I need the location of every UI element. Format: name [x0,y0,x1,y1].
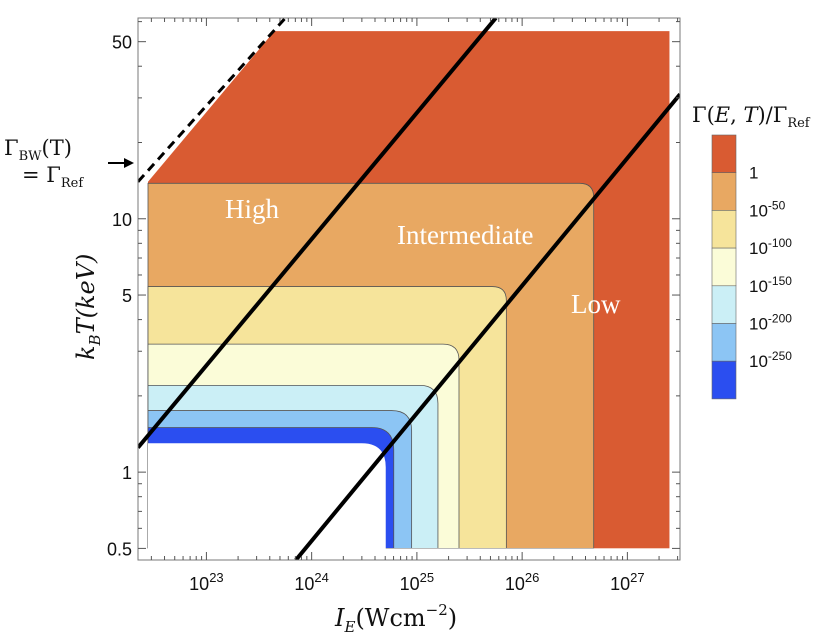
x-tick-label: 1026 [505,570,540,594]
legend-swatch [711,210,737,249]
legend-label: 1 [749,164,758,183]
y-tick-label: 50 [112,33,132,53]
legend-swatch [711,360,737,400]
axis-ticks [138,18,680,560]
region-label-intermediate: Intermediate [397,220,533,250]
gamma-bw-label: ΓBW(T) [4,136,72,164]
arrow-icon [108,158,134,168]
y-tick-label: 1 [122,463,132,483]
legend-swatch [711,285,737,324]
high-intermediate-boundary [138,18,498,449]
legend-label: 10-50 [749,198,786,220]
x-tick-label: 1023 [189,570,224,594]
legend-title: Γ(E, T)/ΓRef [692,103,811,131]
gamma-ref-label: = ΓRef [22,163,84,191]
y-axis-label: kBT(keV) [72,254,104,360]
x-tick-label: 1027 [610,570,645,594]
legend-label: 10-250 [749,349,792,371]
dashed-cutoff [138,18,287,183]
legend-swatch [711,172,737,211]
excluded-region [669,18,680,560]
x-tick-label: 1024 [294,570,329,594]
x-tick-labels: 1023 1024 1025 1026 1027 [189,570,644,594]
legend-label: 10-150 [749,274,792,296]
x-tick-label: 1025 [400,570,435,594]
y-tick-label: 5 [122,286,132,306]
region-label-high: High [225,194,280,224]
y-tick-label: 10 [112,210,132,230]
y-tick-labels: 0.5 1 5 10 50 [107,33,132,560]
x-axis-label: IE(Wcm−2) [334,601,457,636]
legend-label: 10-100 [749,236,792,258]
plot-frame [137,17,681,561]
y-tick-label: 0.5 [107,539,132,559]
legend: 1 10-50 10-100 10-150 10-200 10-250 [711,134,792,400]
region-label-low: Low [571,289,621,319]
excluded-region [138,548,680,560]
legend-swatch [711,247,737,287]
legend-label: 10-200 [749,312,792,334]
contour-regions [138,18,680,560]
legend-swatch [711,323,737,362]
boundary-lines [138,18,680,560]
intermediate-low-boundary [294,92,680,560]
legend-swatch [711,134,737,174]
